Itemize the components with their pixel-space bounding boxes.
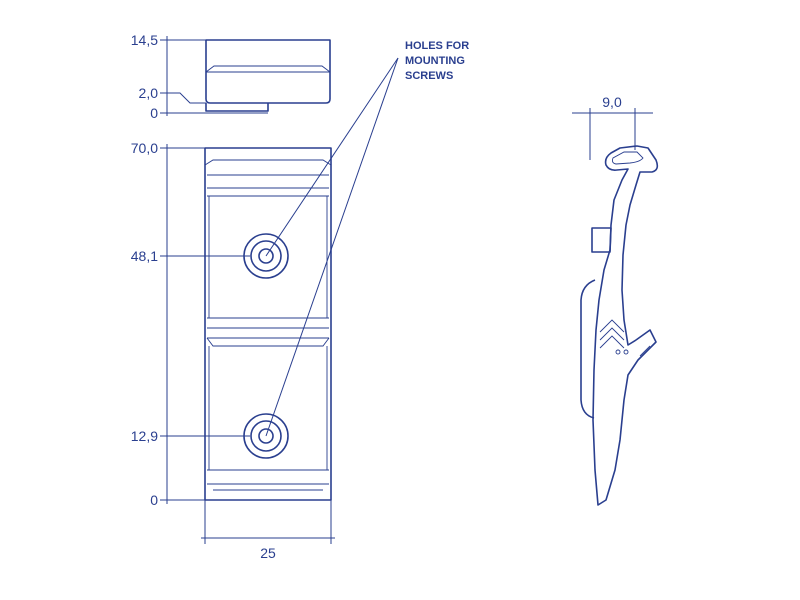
top-view-body [205,39,331,104]
top-dim-ext-2-0 [160,92,206,104]
front-view-lower-plate [208,346,328,470]
dim-label-12-9: 12,9 [131,428,158,444]
dim-label-48-1: 48,1 [131,248,158,264]
front-view-middle-taper [206,337,330,347]
side-view-step [591,227,612,253]
leader-line-upper [265,57,399,257]
dim-label-14-5: 14,5 [131,32,158,48]
dim-label-25: 25 [260,545,276,561]
dim-label-70-0: 70,0 [131,140,158,156]
side-view-hook [592,145,659,506]
chevron-arrows-icon [599,319,629,355]
dim-label-0-top: 0 [150,105,158,121]
side-view-base-plate [580,279,596,419]
front-view-upper-lip [204,159,332,166]
leader-line-lower [265,57,399,437]
top-view-tab [205,103,269,112]
top-view: 14,5 2,0 0 [131,32,331,121]
front-view: 70,0 48,1 12,9 0 25 [131,140,335,561]
front-view-upper-band [207,174,329,197]
front-view-body [204,147,332,501]
side-view-notch [639,345,651,357]
dim-label-2-0: 2,0 [139,85,159,101]
callout: HOLES FOR MOUNTING SCREWS [265,40,469,437]
front-view-lower-lip [207,469,329,491]
callout-line-2: MOUNTING [405,55,465,67]
dim-label-0-front: 0 [150,492,158,508]
front-view-upper-plate [208,196,328,318]
side-view: 9,0 [572,94,659,506]
top-view-chamfer [205,65,331,73]
dim-label-9-0: 9,0 [602,94,622,110]
callout-line-1: HOLES FOR [405,40,469,52]
front-view-middle-ribs [207,317,329,339]
side-view-hook-inner [611,151,644,165]
callout-line-3: SCREWS [405,70,453,82]
